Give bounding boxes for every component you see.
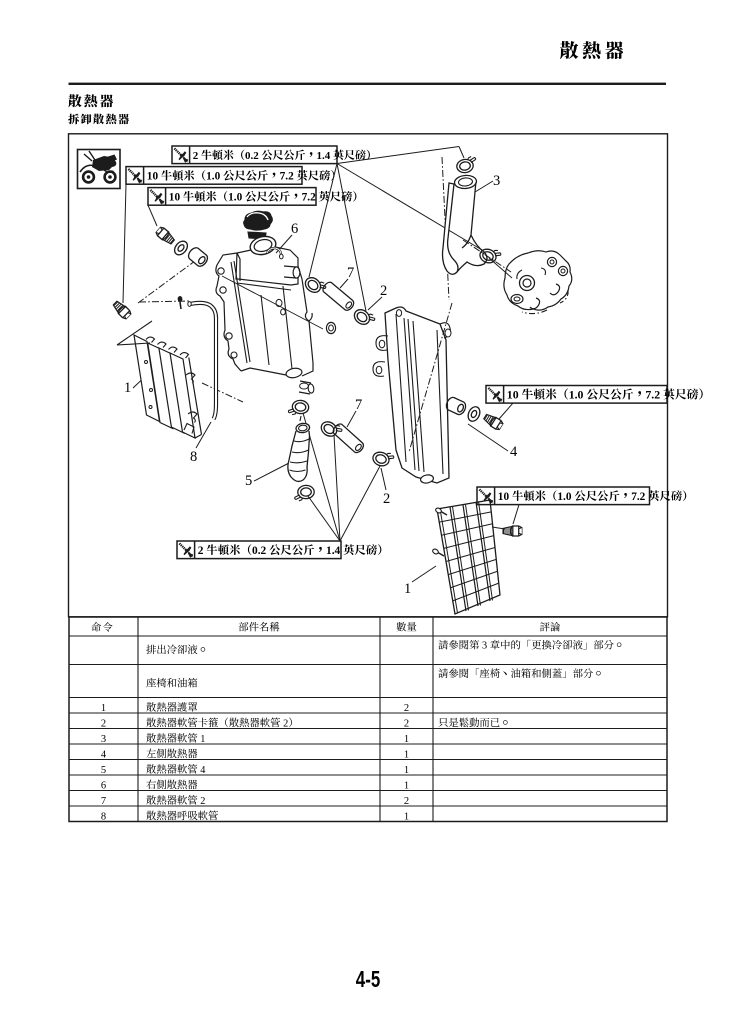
svg-text:3: 3: [479, 641, 489, 652]
svg-text:4-5: 4-5: [356, 966, 381, 992]
svg-text:2: 2: [198, 796, 206, 807]
svg-text:0.2: 0.2: [252, 545, 269, 557]
svg-text:2: 2: [404, 703, 409, 714]
svg-text:10: 10: [498, 491, 512, 503]
svg-text:1: 1: [404, 780, 409, 791]
svg-text:2: 2: [281, 718, 289, 729]
svg-text:5: 5: [101, 765, 106, 776]
svg-text:10: 10: [507, 388, 522, 402]
svg-text:1: 1: [198, 734, 206, 745]
svg-text:3: 3: [101, 734, 106, 745]
svg-text:1.0: 1.0: [557, 491, 574, 503]
svg-text:7: 7: [347, 265, 354, 281]
svg-text:10: 10: [147, 171, 161, 183]
svg-text:6: 6: [291, 221, 298, 237]
svg-text:1: 1: [404, 581, 411, 597]
svg-text:2: 2: [380, 283, 387, 299]
svg-text:7.2: 7.2: [280, 171, 297, 183]
svg-text:2: 2: [198, 545, 207, 557]
svg-text:5: 5: [245, 473, 252, 489]
svg-text:1: 1: [404, 734, 409, 745]
svg-text:10: 10: [169, 192, 183, 204]
svg-text:7: 7: [355, 397, 362, 413]
svg-text:7.2: 7.2: [645, 388, 663, 402]
svg-text:2: 2: [101, 718, 106, 729]
svg-text:1: 1: [101, 703, 106, 714]
svg-text:4: 4: [101, 749, 107, 760]
svg-text:2: 2: [404, 718, 409, 729]
svg-text:1: 1: [404, 749, 409, 760]
svg-text:6: 6: [101, 780, 106, 791]
svg-text:1: 1: [404, 811, 409, 822]
svg-text:8: 8: [101, 811, 106, 822]
svg-text:1.0: 1.0: [569, 388, 587, 402]
svg-text:1: 1: [124, 380, 131, 396]
svg-text:1.4: 1.4: [326, 545, 343, 557]
svg-text:2: 2: [404, 796, 409, 807]
svg-text:3: 3: [493, 173, 500, 189]
svg-text:4: 4: [510, 444, 518, 460]
svg-text:8: 8: [190, 449, 197, 465]
svg-text:7.2: 7.2: [302, 192, 319, 204]
svg-text:7: 7: [101, 796, 106, 807]
svg-text:2: 2: [383, 491, 390, 507]
svg-text:1.4: 1.4: [317, 150, 334, 162]
svg-text:0.2: 0.2: [245, 150, 262, 162]
svg-text:1: 1: [404, 765, 409, 776]
svg-text:1.0: 1.0: [228, 192, 245, 204]
svg-text:4: 4: [198, 765, 206, 776]
svg-text:7.2: 7.2: [631, 491, 648, 503]
svg-text:2: 2: [193, 150, 201, 162]
svg-text:1.0: 1.0: [206, 171, 223, 183]
